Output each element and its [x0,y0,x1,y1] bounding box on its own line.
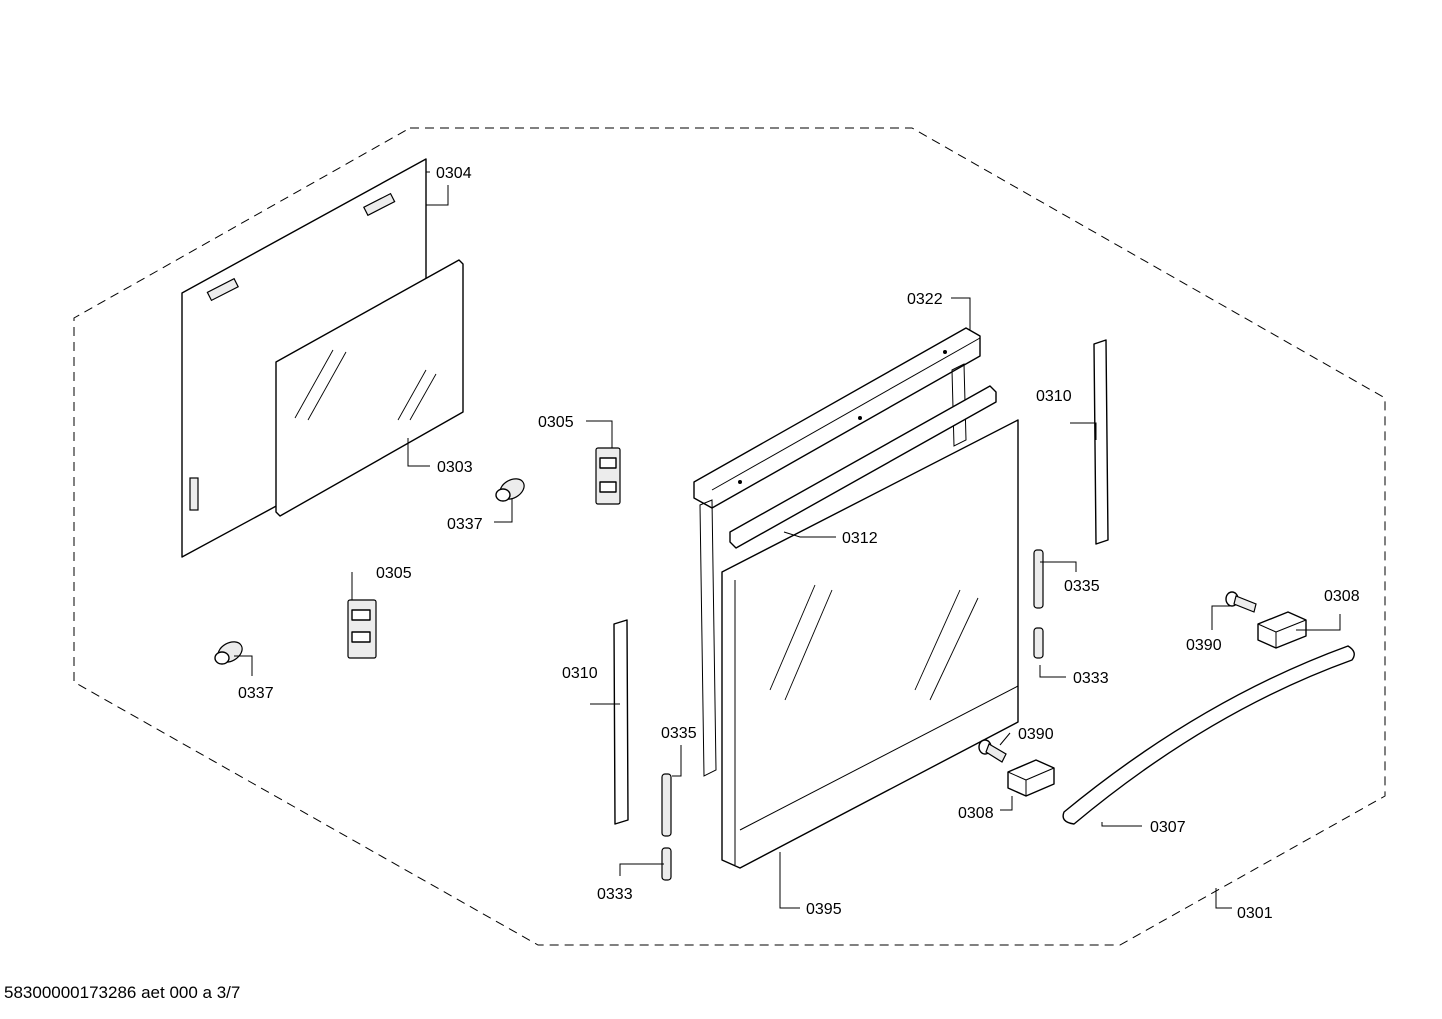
label-0301[interactable]: 0301 [1237,905,1273,922]
label-0308-upper[interactable]: 0308 [1324,588,1360,605]
label-0307[interactable]: 0307 [1150,819,1186,836]
part-0337-knob-lower[interactable] [214,638,246,667]
part-0395-outer-glass[interactable] [721,419,1019,869]
part-0337-knob-upper[interactable] [495,475,528,504]
label-0305-lower[interactable]: 0305 [376,565,412,582]
part-0312-cross-strip[interactable] [729,385,997,549]
label-0322[interactable]: 0322 [907,291,943,308]
part-0390-screw-lower[interactable] [978,739,1007,763]
part-0305-hinge-bracket-upper[interactable] [595,447,621,505]
part-0308-block-lower[interactable] [1007,759,1055,797]
label-0305-upper[interactable]: 0305 [538,414,574,431]
part-0307-handle[interactable] [1062,645,1355,825]
label-0304[interactable]: 0304 [436,165,472,182]
part-0335-spring-right[interactable] [1033,549,1044,609]
part-0310-side-trim-left[interactable] [613,619,629,825]
label-0335-right[interactable]: 0335 [1064,578,1100,595]
label-0312[interactable]: 0312 [842,530,878,547]
label-0303[interactable]: 0303 [437,459,473,476]
part-0310-side-trim-right[interactable] [1093,339,1109,545]
label-0337-upper[interactable]: 0337 [447,516,483,533]
label-0390-lower[interactable]: 0390 [1018,726,1054,743]
assembly-boundary [73,127,1386,946]
part-0335-spring-left[interactable] [661,773,672,837]
label-0333-left[interactable]: 0333 [597,886,633,903]
label-0310-right[interactable]: 0310 [1036,388,1072,405]
label-0395[interactable]: 0395 [806,901,842,918]
label-0390-upper[interactable]: 0390 [1186,637,1222,654]
part-labels: 0304 0303 0305 0337 0305 0337 0322 0312 … [238,165,1360,922]
label-0333-right[interactable]: 0333 [1073,670,1109,687]
label-0310-left[interactable]: 0310 [562,665,598,682]
document-id: 58300000173286 aet 000 a 3/7 [4,983,241,1002]
part-0308-block-upper[interactable] [1257,611,1307,649]
label-0335-left[interactable]: 0335 [661,725,697,742]
leader-lines [234,171,1341,909]
part-0303-glass-pane[interactable] [275,259,464,517]
label-0337-lower[interactable]: 0337 [238,685,274,702]
part-0333-spring-right[interactable] [1033,627,1044,659]
part-0322-top-profile[interactable] [693,327,981,509]
part-0305-hinge-bracket-lower[interactable] [347,599,377,659]
part-0390-screw-upper[interactable] [1225,591,1257,613]
label-0308-lower[interactable]: 0308 [958,805,994,822]
